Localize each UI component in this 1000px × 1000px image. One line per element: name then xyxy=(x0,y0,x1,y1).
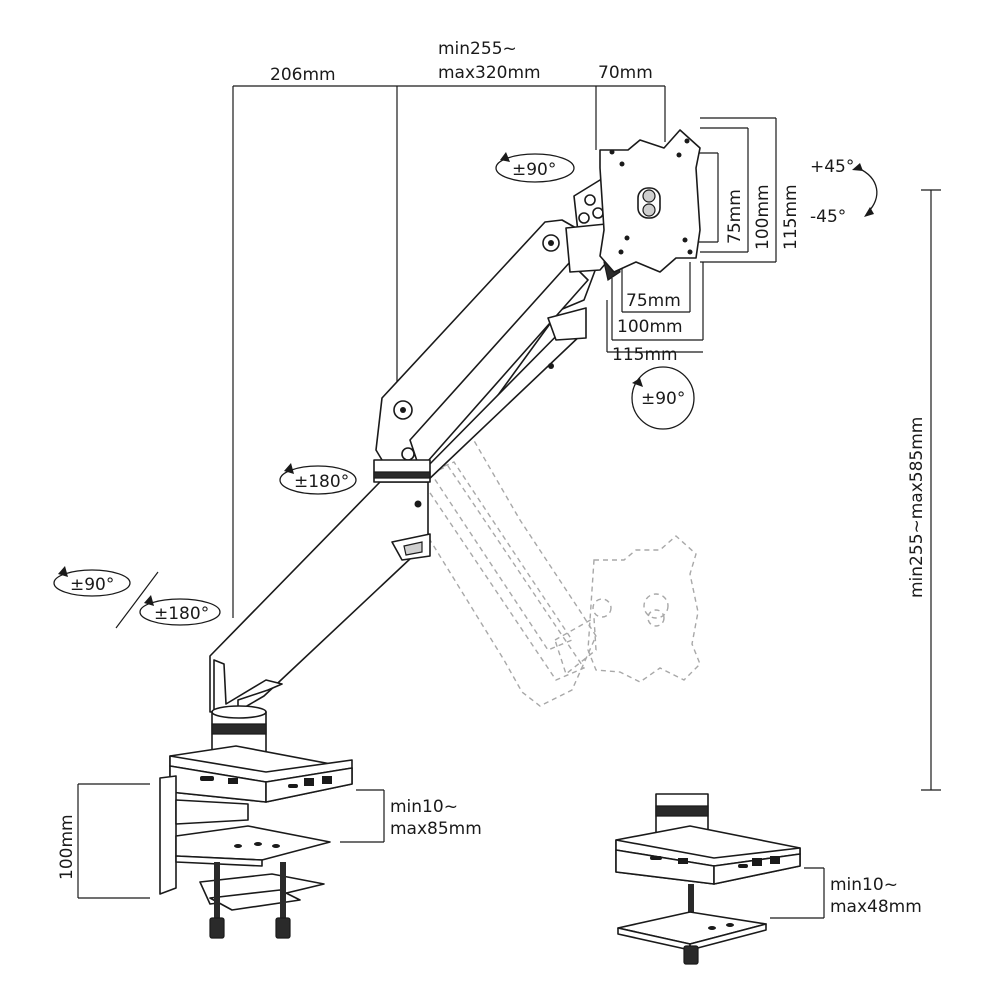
vesa-plate xyxy=(599,129,701,273)
grommet-mount xyxy=(615,793,801,965)
tilt-arrowhead-down-icon xyxy=(864,207,874,217)
elbow-rotate-label: ±180° xyxy=(294,472,349,492)
height-range-label: min255~max585mm xyxy=(907,417,927,598)
vesa-offset-label: 70mm xyxy=(598,63,653,83)
clamp-dimension-lines xyxy=(77,783,385,899)
clamp-range-min-label: min10~ xyxy=(390,797,458,817)
rotation-head-swivel: ±90° xyxy=(495,152,575,183)
base-rotate-a-label: ±90° xyxy=(70,575,114,595)
head-swivel-label: ±90° xyxy=(512,160,556,180)
height-range-line xyxy=(921,189,941,791)
screen-rotate-label: ±90° xyxy=(641,389,685,409)
arm-length-max-label: max320mm xyxy=(438,63,541,83)
base-rotate-b-label: ±180° xyxy=(154,604,209,624)
top-dimension-lines xyxy=(232,85,666,618)
vesa-h-100-label: 100mm xyxy=(617,317,683,337)
grommet-range-min-label: min10~ xyxy=(830,875,898,895)
rotation-screen: ±90° xyxy=(631,366,695,430)
rotation-elbow: ±180° xyxy=(279,463,357,495)
base-offset-label: 206mm xyxy=(270,65,336,85)
elbow-joint xyxy=(373,459,431,483)
base-pole xyxy=(211,705,267,757)
vesa-v-75-label: 75mm xyxy=(725,189,745,244)
tilt-arrowhead-up-icon xyxy=(852,163,863,171)
base-rotate-separator xyxy=(115,571,159,629)
tilt-arrow-icon xyxy=(857,167,878,213)
vesa-v-100-label: 100mm xyxy=(753,184,773,250)
base-hub xyxy=(169,745,353,803)
clamp-bracket xyxy=(159,775,331,939)
rotation-base-b: ±180° xyxy=(139,595,221,626)
arm-length-min-label: min255~ xyxy=(438,39,517,59)
vesa-v-115-label: 115mm xyxy=(781,184,801,250)
rotation-base-a: ±90° xyxy=(53,566,131,597)
lower-arm xyxy=(209,481,431,713)
clamp-height-label: 100mm xyxy=(57,814,77,880)
tilt-up-label: +45° xyxy=(810,157,854,177)
vesa-h-115-label: 115mm xyxy=(612,345,678,365)
vesa-h-75-label: 75mm xyxy=(626,291,681,311)
grommet-range-max-label: max48mm xyxy=(830,897,922,917)
clamp-range-max-label: max85mm xyxy=(390,819,482,839)
upper-arm xyxy=(375,219,597,483)
tilt-down-label: -45° xyxy=(810,207,846,227)
grommet-dimension-lines xyxy=(770,867,825,919)
